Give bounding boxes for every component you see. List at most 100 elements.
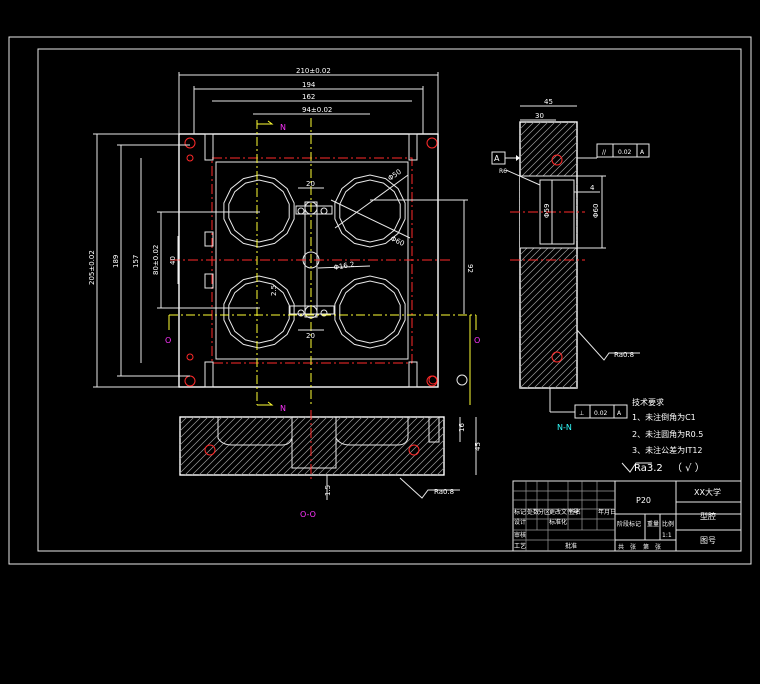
hatch-line xyxy=(359,416,419,476)
title-block-frame xyxy=(512,480,742,552)
hatch-line xyxy=(179,416,209,446)
plan-view: 210±0.02 194 162 94±0.02 205±0.02 189 15… xyxy=(88,67,480,413)
dim-phi60: Φ60 xyxy=(389,235,405,248)
dim-20-top: 20 xyxy=(306,180,315,188)
hatch-line xyxy=(303,416,363,476)
tb-c3: 比例 xyxy=(662,520,674,528)
pin-slot xyxy=(204,133,214,161)
hatch-line xyxy=(275,416,335,476)
dim-45-oo: 45 xyxy=(474,442,482,451)
bolt-hole xyxy=(551,351,563,363)
surface-roughness: Ra3.2 xyxy=(634,463,663,474)
hatch-line xyxy=(179,416,202,439)
bolt-hole xyxy=(551,154,563,166)
hatch-line xyxy=(519,267,578,326)
dim-94: 94±0.02 xyxy=(302,106,332,114)
dim-2-5: 2.5 xyxy=(270,285,278,296)
hatch-line xyxy=(519,330,578,389)
tb-r3: 标准化 xyxy=(549,518,567,526)
bolt-hole-bl xyxy=(184,375,196,387)
hatch-line xyxy=(254,416,314,476)
tol-parallel-frame xyxy=(596,143,650,158)
hatch-line xyxy=(338,416,398,476)
cavity-3-inner xyxy=(228,280,290,344)
hatch-line xyxy=(436,467,445,476)
leader xyxy=(330,199,411,239)
section-mark-o-right: O xyxy=(474,336,480,345)
hatch-line xyxy=(429,460,445,476)
tb-h6: 年月日 xyxy=(598,508,616,516)
hatch-line xyxy=(310,416,370,476)
hatch-line xyxy=(184,416,244,476)
hatch-line xyxy=(219,416,279,476)
hatch-line xyxy=(519,121,570,172)
dim-20-bottom: 20 xyxy=(306,332,315,340)
dowel-hole xyxy=(186,353,194,361)
tb-h1: 标记 xyxy=(514,508,526,516)
pin-slot xyxy=(204,273,214,289)
cavity-profile xyxy=(335,417,409,446)
hatch-line xyxy=(519,121,535,137)
dim-189: 189 xyxy=(112,255,120,268)
dim-1-5: 1.5 xyxy=(324,485,332,496)
r6-label: R6 xyxy=(499,168,507,175)
section-nn-view: 45 30 Φ60 Φ59 4 A R6 // 0.02 A ⊥ 0.02 xyxy=(491,98,650,432)
dim-16: 16 xyxy=(458,423,466,432)
cavity-4-inner xyxy=(339,280,401,344)
dim-30: 30 xyxy=(535,112,544,120)
hatch-line xyxy=(519,246,578,305)
hatch-line xyxy=(226,416,286,476)
hatch-line xyxy=(519,281,578,340)
hatch-line xyxy=(198,416,258,476)
hatch-line xyxy=(422,453,445,476)
hatch-line xyxy=(519,295,578,354)
hatch-line xyxy=(533,344,578,389)
dim-4: 4 xyxy=(590,184,595,192)
cavity-3-outer xyxy=(223,275,295,349)
hatch-line xyxy=(240,416,300,476)
hatch-line xyxy=(296,416,356,476)
gate xyxy=(320,309,328,317)
tb-c8: 张 xyxy=(655,543,661,551)
hatch-line xyxy=(408,439,445,476)
section-oo-label: O-O xyxy=(300,510,316,519)
tol-perp-symbol: ⊥ xyxy=(579,410,584,417)
bolt-hole-tl xyxy=(184,137,196,149)
hatch-line xyxy=(519,302,578,361)
gate xyxy=(297,309,305,317)
tol-perp-ref: A xyxy=(617,410,622,417)
hatch-line xyxy=(519,253,578,312)
hatch-line xyxy=(380,416,440,476)
bolt-hole-tr xyxy=(426,137,438,149)
section-nn-label: N-N xyxy=(557,423,572,432)
tb-h5: 签名 xyxy=(569,508,581,516)
tb-grid xyxy=(513,481,615,551)
cavity-1-outer xyxy=(223,174,295,248)
hatch-line xyxy=(554,365,578,389)
hatch-line xyxy=(519,121,528,130)
dim-phi16: Φ16.2 xyxy=(333,260,355,272)
hatch-line xyxy=(540,351,578,389)
gate xyxy=(320,207,328,215)
dim-194: 194 xyxy=(302,81,316,89)
section-mark-o-left: O xyxy=(165,336,171,345)
hatch-line xyxy=(415,446,445,476)
hatch-line xyxy=(282,416,342,476)
tb-r4: 工艺 xyxy=(514,542,526,550)
dim-phi60-nn: Φ60 xyxy=(592,204,600,218)
pin-slot xyxy=(428,416,440,443)
section-mark-n-bottom: N xyxy=(280,404,286,413)
hatch-line xyxy=(247,416,307,476)
datum-triangle xyxy=(516,155,520,161)
roughness-symbol xyxy=(399,477,460,499)
hatch-line xyxy=(324,416,384,476)
gate xyxy=(297,207,305,215)
dim-162: 162 xyxy=(302,93,315,101)
datum-a: A xyxy=(494,154,500,163)
runner-node xyxy=(304,201,318,215)
hatch-line xyxy=(212,416,272,476)
technical-notes: 技术要求 1、未注倒角为C1 2、未注圆角为R0.5 3、未注公差为IT12 R… xyxy=(621,397,705,474)
leader xyxy=(505,169,541,186)
tol-perp-value: 0.02 xyxy=(594,410,608,417)
